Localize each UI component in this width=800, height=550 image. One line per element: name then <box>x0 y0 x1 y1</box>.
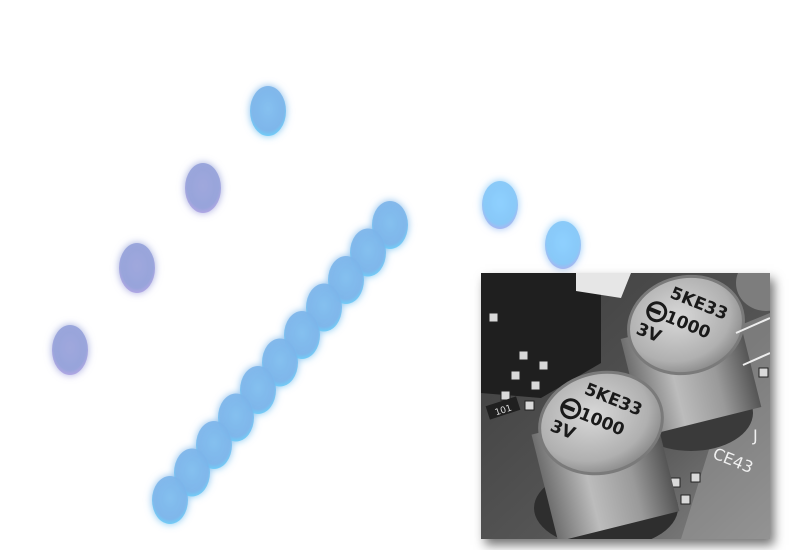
silkscreen-label-partial: J <box>752 426 758 445</box>
capacitor-front: 5KE33 1000 3V <box>531 370 680 539</box>
dot <box>185 163 221 213</box>
c-logo-icon <box>560 398 582 420</box>
capacitor-photo-image: 101 5KE33 1000 3V <box>481 273 770 539</box>
left-dot-column <box>52 86 286 375</box>
dot <box>152 476 188 524</box>
c-logo-icon <box>646 301 668 323</box>
capacitor-photo: 101 5KE33 1000 3V <box>481 273 770 539</box>
diagonal-dot-chain <box>152 201 408 524</box>
dot <box>119 243 155 293</box>
right-dot-pair <box>482 181 581 269</box>
smd-pads <box>488 312 769 505</box>
dot <box>52 325 88 375</box>
dot <box>482 181 518 229</box>
dot <box>250 86 286 136</box>
dot <box>545 221 581 269</box>
